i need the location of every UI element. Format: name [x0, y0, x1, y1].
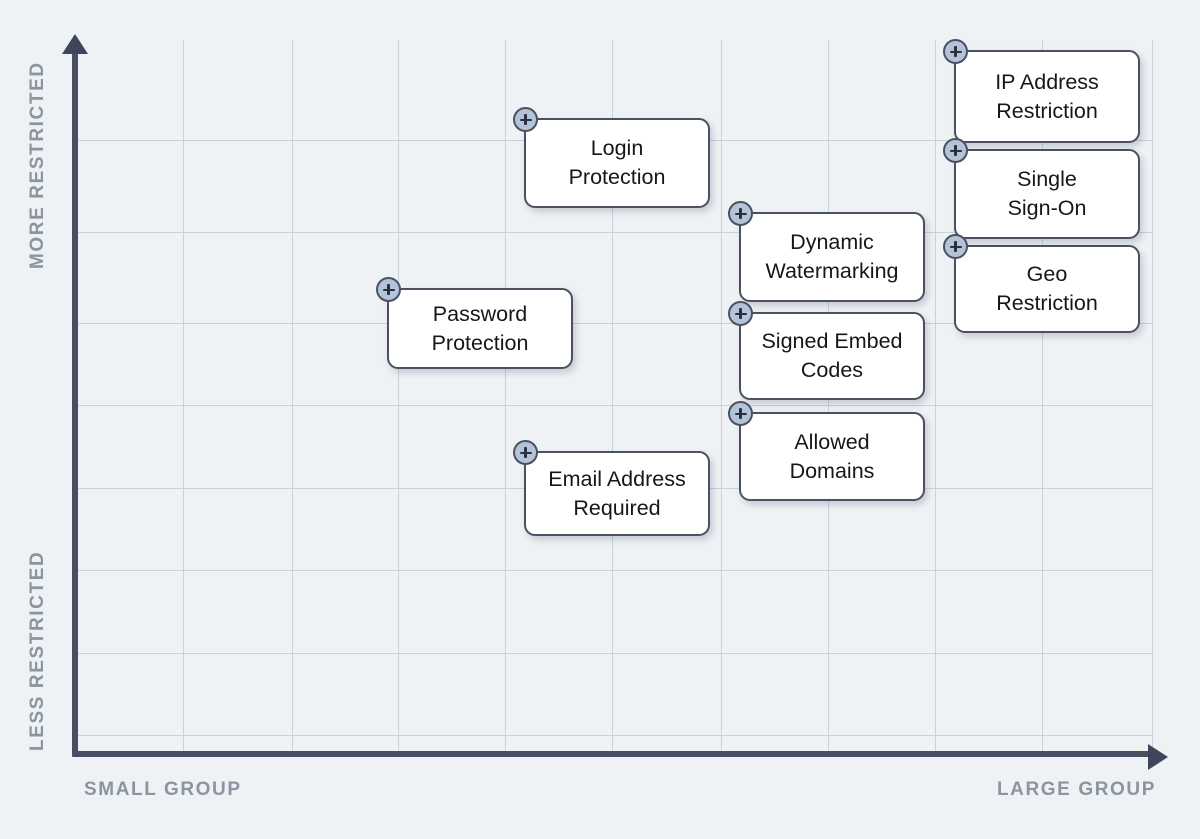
card-label-login-protection: Login Protection [568, 136, 666, 189]
gridline-vertical [1042, 40, 1043, 755]
plus-circle-icon[interactable] [728, 401, 753, 426]
x-axis-label-small-group: SMALL GROUP [84, 779, 242, 800]
card-label-dynamic-watermarking: Dynamic Watermarking [765, 230, 899, 283]
card-label-password-protection: Password Protection [431, 301, 529, 355]
gridline-vertical [721, 40, 722, 755]
gridline-vertical [183, 40, 184, 755]
x-axis-label-large-group: LARGE GROUP [996, 779, 1156, 800]
card-label-geo-restriction: Geo Restriction [996, 262, 1098, 315]
x-axis-line [72, 751, 1156, 757]
gridline-vertical [292, 40, 293, 755]
plus-circle-icon[interactable] [943, 138, 968, 163]
card-label-allowed-domains: Allowed Domains [789, 429, 875, 483]
y-axis-label-less-restricted: LESS RESTRICTED [27, 550, 48, 751]
y-axis-line [72, 48, 78, 755]
gridline-horizontal [76, 570, 1152, 571]
card-label-signed-embed-codes: Signed Embed Codes [761, 329, 903, 382]
gridline-vertical [612, 40, 613, 755]
card-allowed-domains[interactable]: Allowed Domains [728, 401, 925, 501]
card-label-email-address-required: Email Address Required [548, 466, 686, 520]
card-email-address-required[interactable]: Email Address Required [513, 440, 710, 536]
gridline-vertical [398, 40, 399, 755]
gridline-horizontal [76, 323, 1152, 324]
card-ip-address-restriction[interactable]: IP Address Restriction [943, 39, 1140, 143]
gridline-vertical [935, 40, 936, 755]
y-axis-arrowhead-icon [62, 34, 88, 54]
gridline-vertical [505, 40, 506, 755]
plus-circle-icon[interactable] [513, 107, 538, 132]
gridline-horizontal [76, 405, 1152, 406]
gridline-horizontal [76, 653, 1152, 654]
y-axis-label-more-restricted: MORE RESTRICTED [27, 61, 48, 269]
plus-circle-icon[interactable] [513, 440, 538, 465]
plus-circle-icon[interactable] [943, 39, 968, 64]
x-axis-arrowhead-icon [1148, 744, 1168, 770]
card-geo-restriction[interactable]: Geo Restriction [943, 234, 1140, 333]
card-label-ip-address-restriction: IP Address Restriction [995, 69, 1099, 123]
card-dynamic-watermarking[interactable]: Dynamic Watermarking [728, 201, 925, 302]
gridline-vertical [1152, 40, 1153, 755]
card-password-protection[interactable]: Password Protection [376, 277, 573, 369]
plus-circle-icon[interactable] [943, 234, 968, 259]
card-signed-embed-codes[interactable]: Signed Embed Codes [728, 301, 925, 400]
card-login-protection[interactable]: Login Protection [513, 107, 710, 208]
plus-circle-icon[interactable] [728, 201, 753, 226]
card-single-sign-on[interactable]: Single Sign-On [943, 138, 1140, 239]
plus-circle-icon[interactable] [728, 301, 753, 326]
plus-circle-icon[interactable] [376, 277, 401, 302]
gridline-horizontal [76, 232, 1152, 233]
gridline-horizontal [76, 735, 1152, 736]
card-label-single-sign-on: Single Sign-On [1007, 167, 1087, 220]
